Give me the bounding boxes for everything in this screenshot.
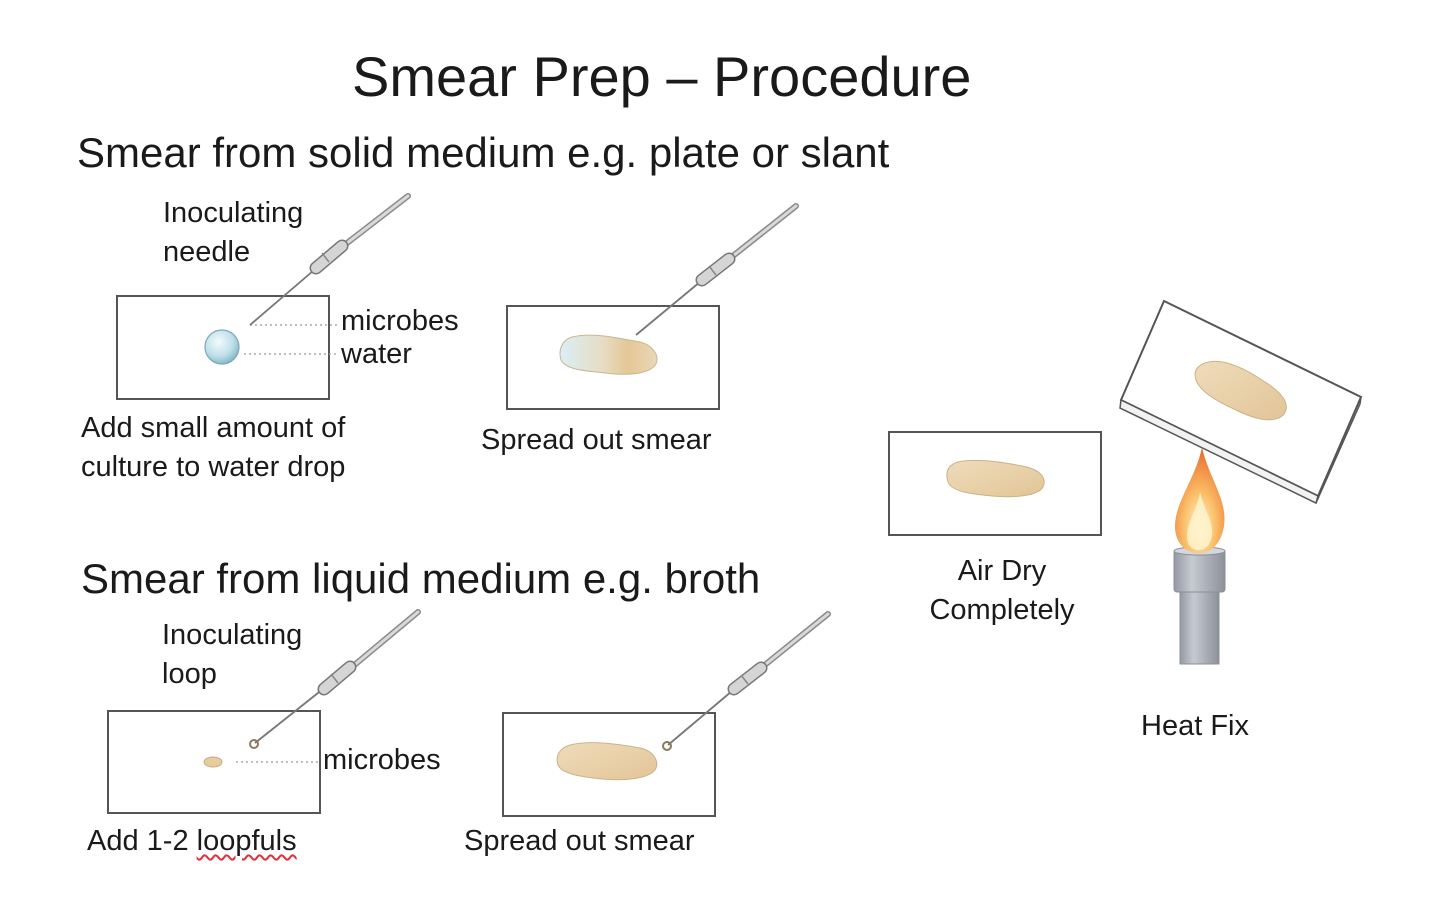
water-label: water — [341, 338, 412, 370]
air-dry-slide — [888, 431, 1102, 536]
liquid-smear — [556, 742, 658, 781]
loop-label-line1: Inoculating — [162, 619, 303, 651]
page-title: Smear Prep – Procedure — [352, 45, 972, 108]
water-drop — [204, 329, 240, 365]
heat-smear — [1194, 360, 1287, 421]
liquid-step2-label: Spread out smear — [464, 825, 695, 857]
solid-slide-2 — [506, 305, 720, 410]
liquid-slide-1 — [107, 710, 321, 814]
heat-fix-label: Heat Fix — [1141, 710, 1249, 742]
microbe-droplet — [203, 756, 223, 768]
needle-label-line2: needle — [163, 236, 251, 268]
liquid-step1-prefix: Add 1-2 — [87, 825, 197, 857]
solid-microbes-label: microbes — [341, 305, 459, 337]
inoculating-needle-icon — [249, 193, 411, 326]
liquid-medium-heading: Smear from liquid medium e.g. broth — [81, 555, 761, 602]
dry-smear — [946, 459, 1045, 498]
needle-label-line1: Inoculating — [163, 197, 304, 229]
air-dry-line1: Air Dry — [957, 555, 1047, 587]
loop-label-line2: loop — [162, 658, 217, 690]
needle-spreading-icon — [635, 203, 799, 336]
liquid-microbes-label: microbes — [323, 744, 441, 776]
solid-medium-heading: Smear from solid medium e.g. plate or sl… — [77, 129, 890, 176]
heat-fix-slide — [1119, 299, 1363, 505]
solid-slide-1 — [116, 295, 338, 400]
liquid-slide-2 — [502, 712, 716, 817]
air-dry-line2: Completely — [929, 594, 1075, 626]
bunsen-burner-icon — [1173, 546, 1226, 665]
solid-step1-line2: culture to water drop — [81, 451, 346, 483]
solid-step1-line1: Add small amount of — [81, 412, 346, 444]
inoculating-loop-icon — [249, 609, 421, 749]
flame-icon — [1174, 447, 1225, 553]
mixed-smear — [559, 334, 658, 375]
loop-spreading-icon — [662, 611, 831, 751]
liquid-step1-word: loopfuls — [196, 825, 297, 857]
liquid-step1-label: Add 1-2 loopfuls — [87, 824, 297, 858]
solid-step2-label: Spread out smear — [481, 424, 712, 456]
